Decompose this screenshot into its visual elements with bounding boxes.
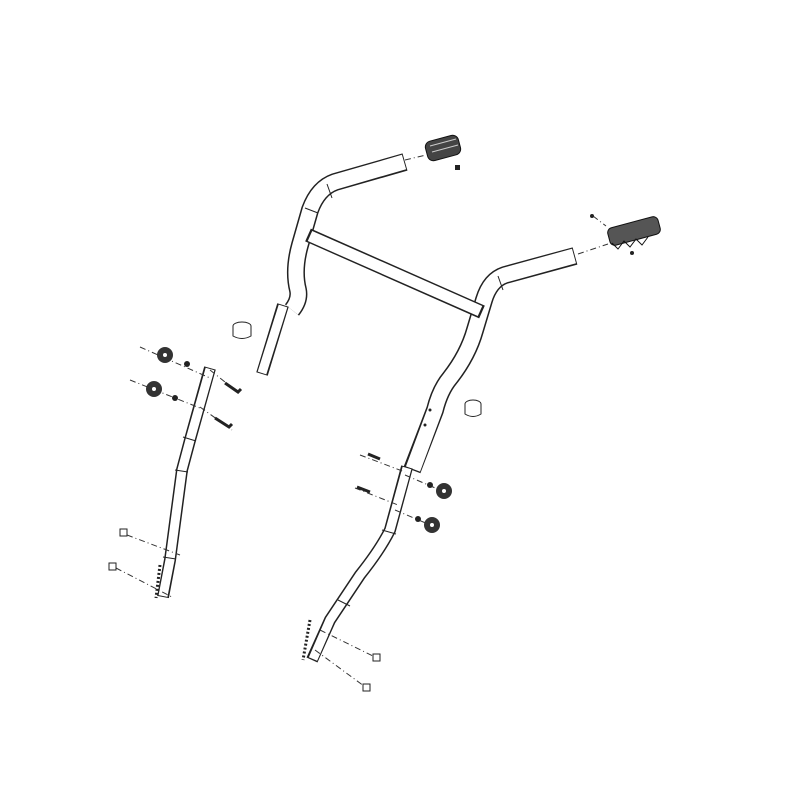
upper-handle-left bbox=[256, 153, 408, 376]
crossbar bbox=[305, 228, 485, 319]
knob-left-lower bbox=[129, 379, 206, 411]
lower-handle-left bbox=[154, 366, 216, 599]
lower-handle-right bbox=[301, 465, 413, 663]
bolts bbox=[108, 369, 406, 692]
knob-right-upper bbox=[404, 474, 452, 499]
upper-handle-right bbox=[403, 247, 578, 474]
tube-cap-right bbox=[464, 399, 482, 417]
hand-grip-left bbox=[404, 134, 462, 170]
hand-grip-right bbox=[577, 214, 661, 255]
knob-right-lower bbox=[394, 509, 440, 533]
tube-cap-left bbox=[232, 321, 252, 339]
knob-left-upper bbox=[139, 346, 211, 379]
